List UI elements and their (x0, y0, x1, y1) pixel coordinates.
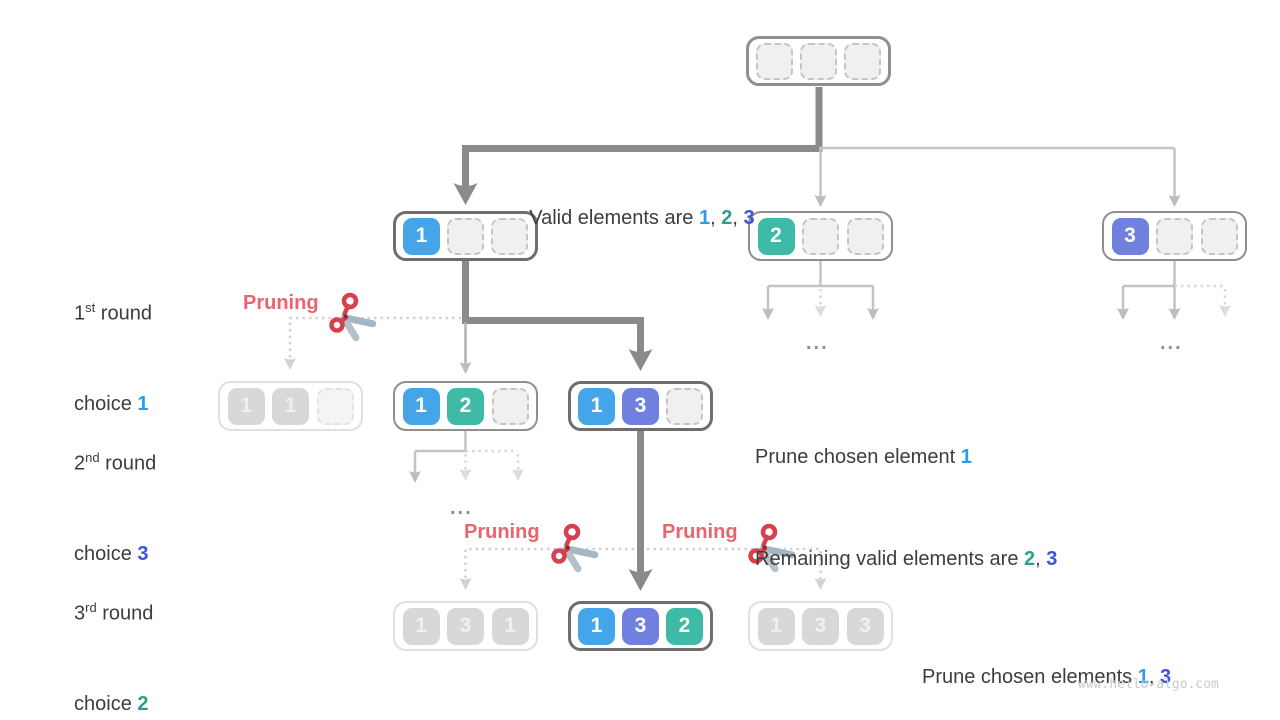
round-number: 2 (74, 452, 86, 475)
cell-empty (846, 217, 884, 255)
cell-empty (802, 217, 839, 255)
cell-value: 3 (1111, 217, 1149, 255)
ordinal-suffix: nd (85, 450, 100, 465)
cell-value: 2 (447, 387, 484, 425)
cell-empty (756, 42, 793, 80)
ellipsis: ... (806, 332, 829, 354)
valid-elements-text: Valid elements are 1, 2, 3 (529, 207, 755, 229)
cell-value: 1 (227, 387, 265, 425)
array-node-1-3: 1 3 (568, 381, 713, 431)
pruning-label-1: Pruning (243, 292, 319, 314)
prune-round3-text: Prune chosen elements 1, 3 Remaining leg… (922, 666, 1172, 688)
cell-empty (666, 387, 703, 425)
cell-value: 2 (666, 607, 703, 645)
array-node-3: 3 (1102, 211, 1247, 261)
array-node-1-3-2: 1 3 2 (568, 601, 713, 651)
cell-empty (1200, 217, 1238, 255)
cell-value: 3 (447, 607, 484, 645)
choice-value: 2 (137, 692, 149, 715)
cell-empty (844, 42, 881, 80)
cell-value: 3 (622, 387, 659, 425)
cell-empty (1156, 217, 1193, 255)
round-number: 1 (74, 302, 86, 325)
ellipsis: ... (450, 497, 473, 519)
cell-value: 1 (402, 607, 440, 645)
array-node-2: 2 (748, 211, 893, 261)
cell-value: 1 (272, 387, 309, 425)
array-node-1-1-pruned: 1 1 (218, 381, 363, 431)
choice-value: 3 (137, 542, 149, 565)
cell-value: 1 (402, 387, 440, 425)
cell-value: 1 (757, 607, 795, 645)
cell-empty (491, 387, 529, 425)
round-1-label: 1st round choice 1 (74, 300, 152, 415)
watermark: www.hello-algo.com (1078, 677, 1219, 692)
round-3-label: 3rd round choice 2 (74, 600, 154, 715)
cell-empty (447, 217, 484, 255)
cell-value: 2 (757, 217, 795, 255)
array-node-1-3-1-pruned: 1 3 1 (393, 601, 538, 651)
ellipsis: ... (1160, 332, 1183, 354)
cell-value: 1 (578, 387, 615, 425)
array-node-root (746, 36, 891, 86)
round-number: 3 (74, 602, 86, 625)
ordinal-suffix: rd (85, 600, 97, 615)
cell-empty (491, 217, 528, 255)
pruning-label-3: Pruning (662, 521, 738, 543)
array-node-1: 1 (393, 211, 538, 261)
cell-empty (800, 42, 837, 80)
cell-value: 3 (802, 607, 839, 645)
choice-value: 1 (137, 392, 149, 415)
cell-value: 1 (578, 607, 615, 645)
array-node-1-2: 1 2 (393, 381, 538, 431)
cell-value: 3 (622, 607, 659, 645)
ordinal-suffix: st (85, 300, 96, 315)
round-2-label: 2nd round choice 3 (74, 450, 157, 565)
pruning-label-2: Pruning (464, 521, 540, 543)
cell-value: 1 (491, 607, 529, 645)
cell-value: 3 (846, 607, 884, 645)
cell-empty (316, 387, 354, 425)
array-node-1-3-3-pruned: 1 3 3 (748, 601, 893, 651)
cell-value: 1 (403, 217, 440, 255)
